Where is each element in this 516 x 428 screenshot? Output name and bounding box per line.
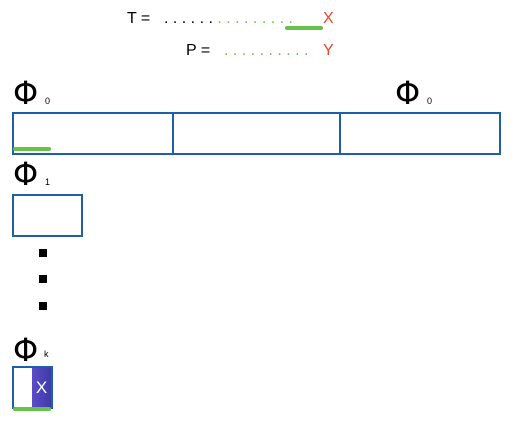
phi-0-right-subscript: 0	[427, 96, 433, 106]
phi-1-symbol: Φ	[13, 155, 39, 193]
level-0-highlight	[13, 147, 51, 151]
pattern-end-char: Y	[323, 42, 334, 59]
phi-k-symbol: Φ	[13, 331, 39, 369]
text-label: T =	[127, 10, 151, 27]
phi-0-left-symbol: Φ	[13, 74, 39, 112]
ellipsis-bullet-1	[39, 249, 47, 257]
level-k-x-cell: X	[32, 368, 51, 407]
level-k-empty-cell	[14, 368, 32, 407]
text-dots-green: . . . . . . . . .	[217, 10, 293, 27]
ellipsis-bullet-2	[39, 275, 47, 283]
level-k-box: X	[12, 366, 53, 409]
level-0-box-2	[172, 112, 341, 155]
phi-1-subscript: 1	[45, 177, 51, 187]
text-match-highlight	[285, 26, 323, 30]
level-k-highlight	[13, 407, 51, 411]
phi-k-subscript: k	[44, 349, 49, 359]
text-end-char: X	[323, 10, 334, 27]
pattern-label: P =	[186, 42, 211, 59]
phi-0-right-symbol: Φ	[395, 74, 421, 112]
level-1-box	[12, 194, 83, 237]
phi-0-left-subscript: 0	[45, 96, 51, 106]
pattern-dots: . . . . . . . . . .	[224, 42, 309, 59]
text-dots: . . . . . . . . . . . . . . .	[164, 10, 293, 28]
text-dots-black: . . . . . .	[164, 10, 213, 27]
ellipsis-bullet-3	[39, 302, 47, 310]
level-0-box-3	[339, 112, 501, 155]
